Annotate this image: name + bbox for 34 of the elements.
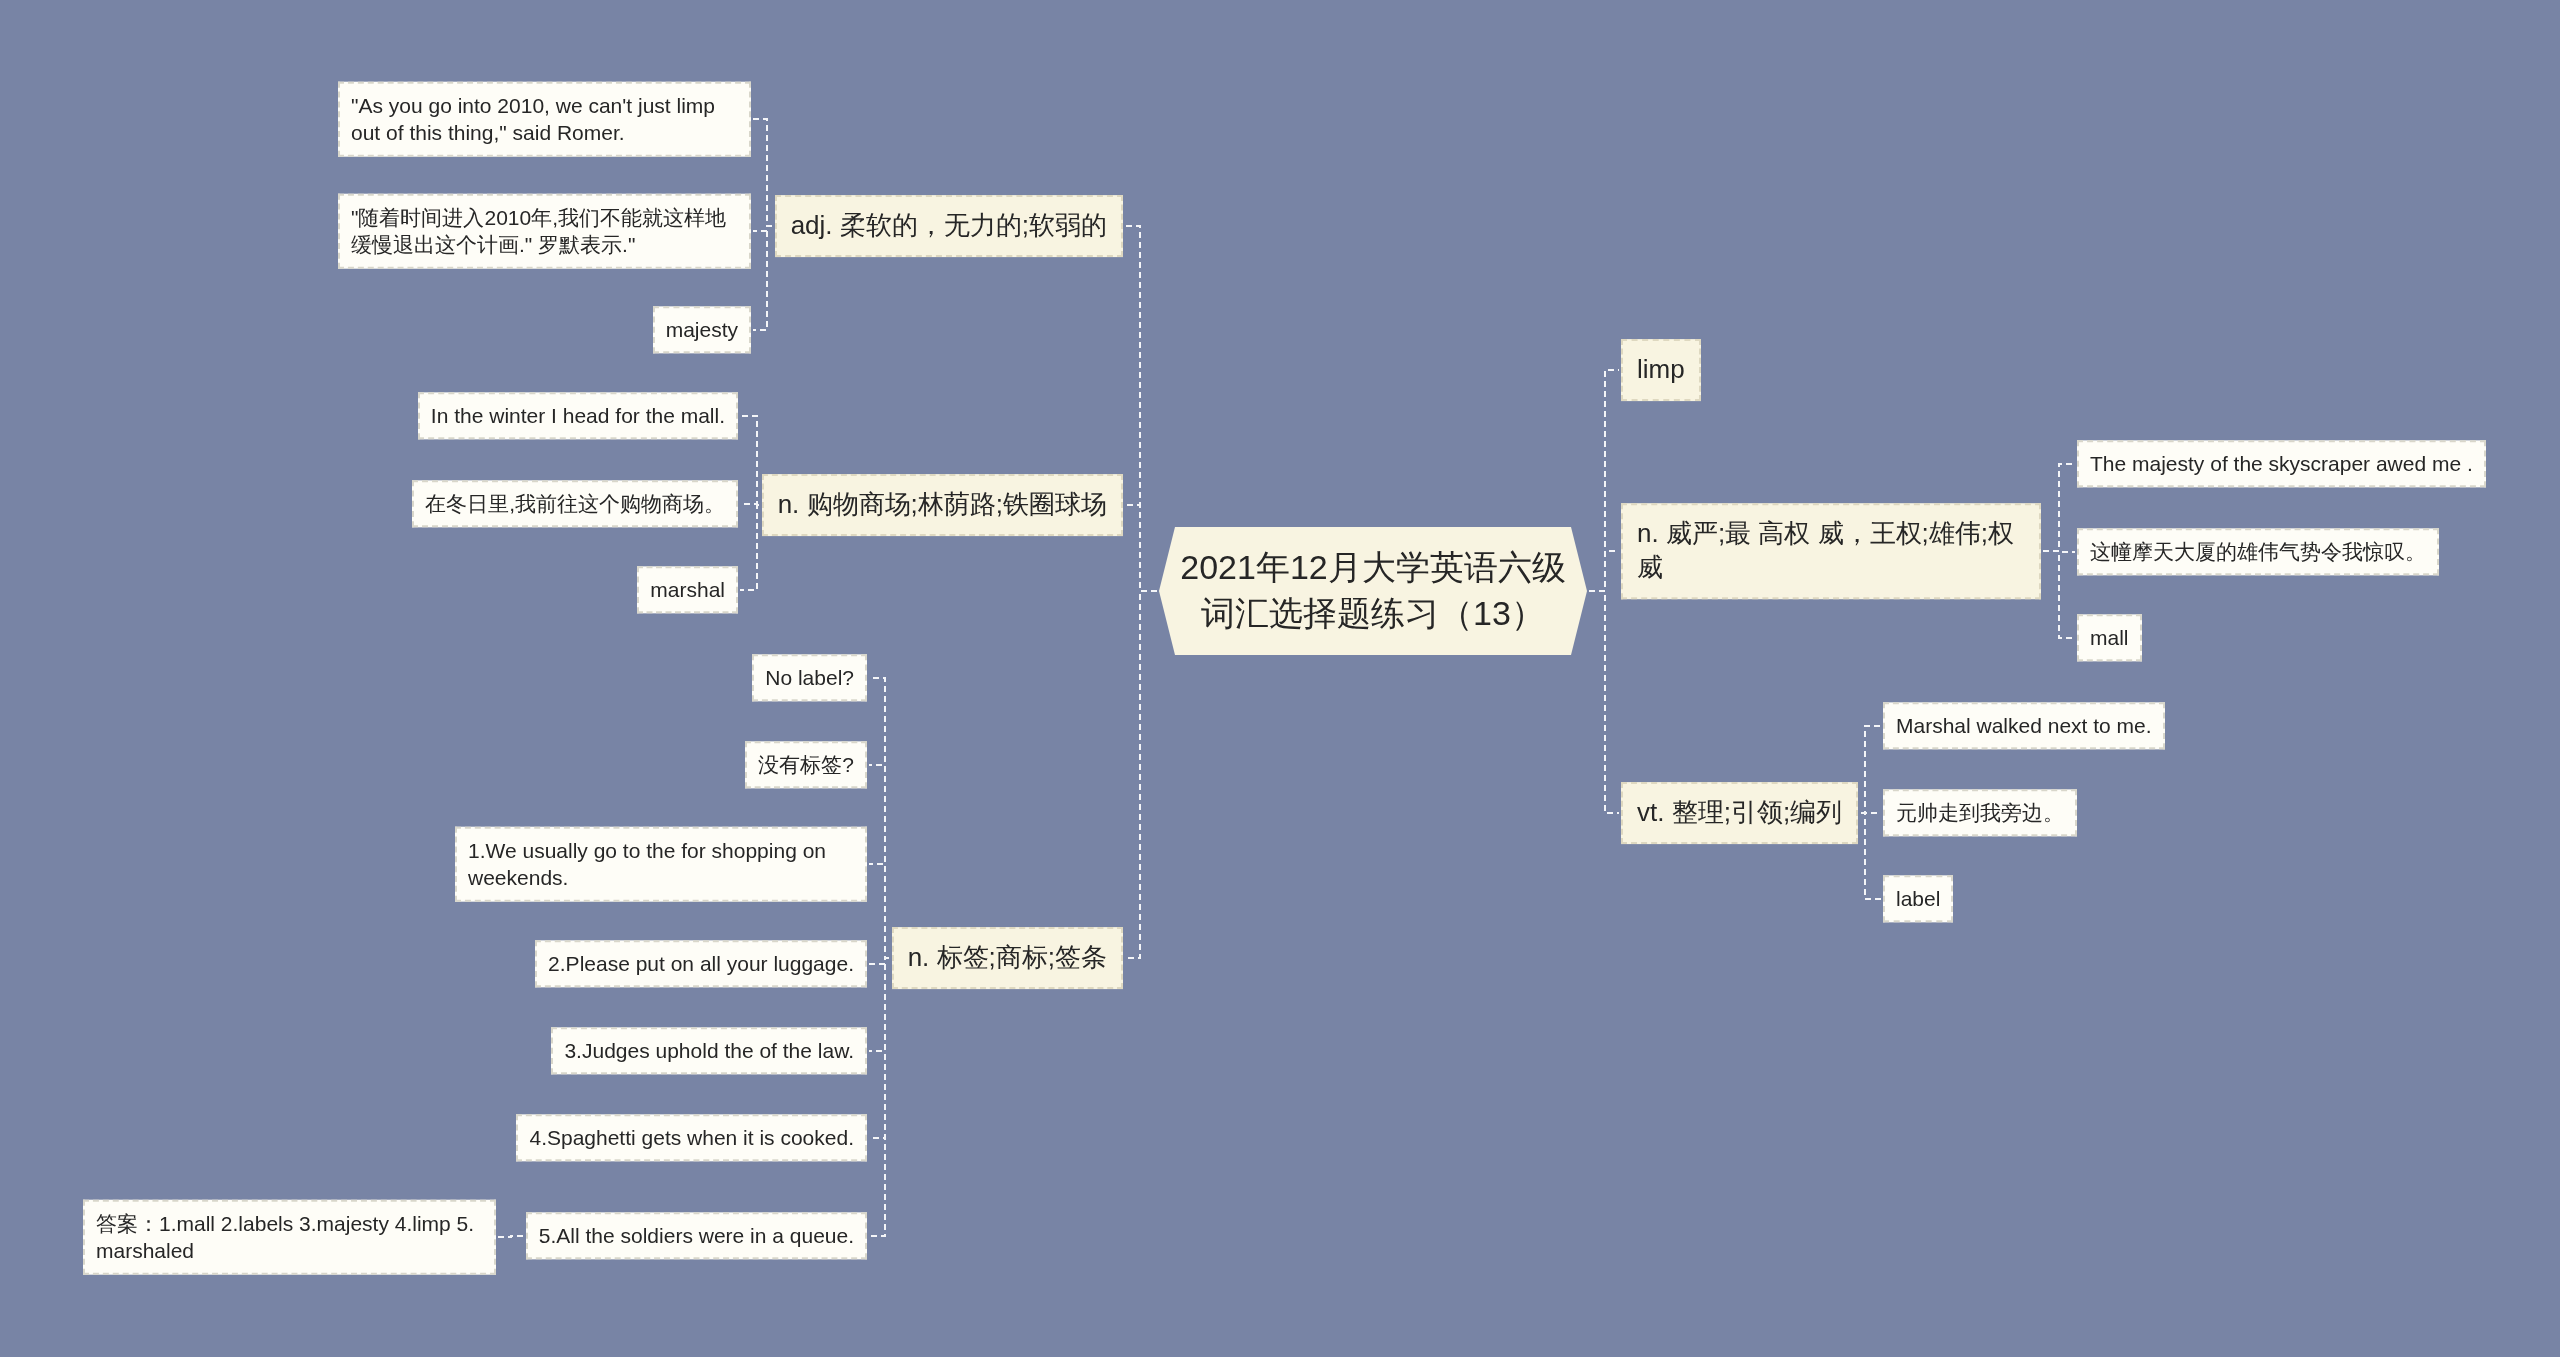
note-box: 4.Spaghetti gets when it is cooked.: [516, 1114, 867, 1162]
note-box: marshal: [637, 566, 738, 614]
topic-box: vt. 整理;引领;编列: [1621, 782, 1859, 844]
note-box: "As you go into 2010, we can't just limp out of this thing," said Romer.: [338, 81, 751, 157]
note-box: 元帅走到我旁边。: [1883, 789, 2077, 837]
note-box: 在冬日里,我前往这个购物商场。: [412, 480, 738, 528]
note-box: In the winter I head for the mall.: [417, 392, 738, 440]
connector-line: [739, 415, 760, 506]
topic-box: n. 购物商场;林荫路;铁圈球场: [761, 474, 1123, 536]
connector-line: [739, 504, 760, 591]
note-box: 没有标签?: [745, 741, 867, 789]
connector-line: [1860, 812, 1882, 900]
note-box: 3.Judges uphold the of the law.: [551, 1027, 867, 1075]
topic-hexagon: 2021年12月大学英语六级词汇选择题练习（13）: [1159, 527, 1587, 655]
topic-box: adj. 柔软的，无力的;软弱的: [774, 195, 1123, 257]
note-box: Marshal walked next to me.: [1883, 702, 2165, 750]
note-box: label: [1883, 875, 1954, 923]
note-box: majesty: [652, 306, 751, 354]
note-box: 1.We usually go to the for shopping on weekends.: [455, 826, 867, 902]
topic-box: n. 威严;最 高权 威，王权;雄伟;权威: [1621, 503, 2041, 599]
note-box: mall: [2077, 614, 2142, 662]
topic-box: limp: [1621, 339, 1701, 401]
note-box: 5.All the soldiers were in a queue.: [525, 1212, 867, 1260]
note-box: 这幢摩天大厦的雄伟气势令我惊叹。: [2077, 528, 2439, 576]
connector-line: [752, 225, 773, 331]
connector-line: [1588, 590, 1620, 814]
note-box: 2.Please put on all your luggage.: [535, 940, 867, 988]
connector-line: [497, 1235, 524, 1238]
connector-line: [868, 957, 890, 1237]
note-box: 答案：1.mall 2.labels 3.majesty 4.limp 5. marshaled: [83, 1199, 496, 1275]
note-box: No label?: [752, 654, 867, 702]
topic-box: n. 标签;商标;签条: [891, 927, 1123, 989]
note-box: "随着时间进入2010年,我们不能就这样地缓慢退出这个计画." 罗默表示.": [338, 193, 751, 269]
note-box: The majesty of the skyscraper awed me .: [2077, 440, 2486, 488]
